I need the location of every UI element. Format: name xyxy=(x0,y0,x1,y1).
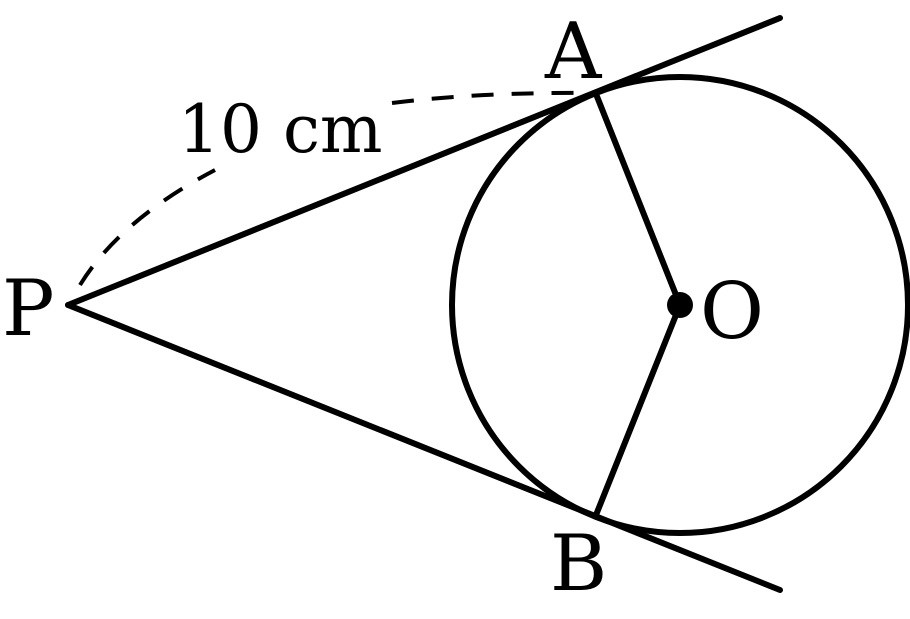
measurement-arc-pa-top xyxy=(391,90,593,105)
point-label-a: A xyxy=(544,7,603,97)
tangent-line-pb xyxy=(65,302,783,593)
tangent-line-pa xyxy=(65,15,783,308)
measurement-label: 10 cm xyxy=(178,91,383,168)
circle xyxy=(449,74,910,536)
radius-ob xyxy=(593,302,683,518)
point-label-b: B xyxy=(550,519,607,609)
point-label-p: P xyxy=(2,264,54,354)
radius-oa xyxy=(593,91,683,308)
center-point xyxy=(667,292,693,318)
point-label-o: O xyxy=(700,267,764,357)
measurement-arc-pa xyxy=(78,168,216,287)
